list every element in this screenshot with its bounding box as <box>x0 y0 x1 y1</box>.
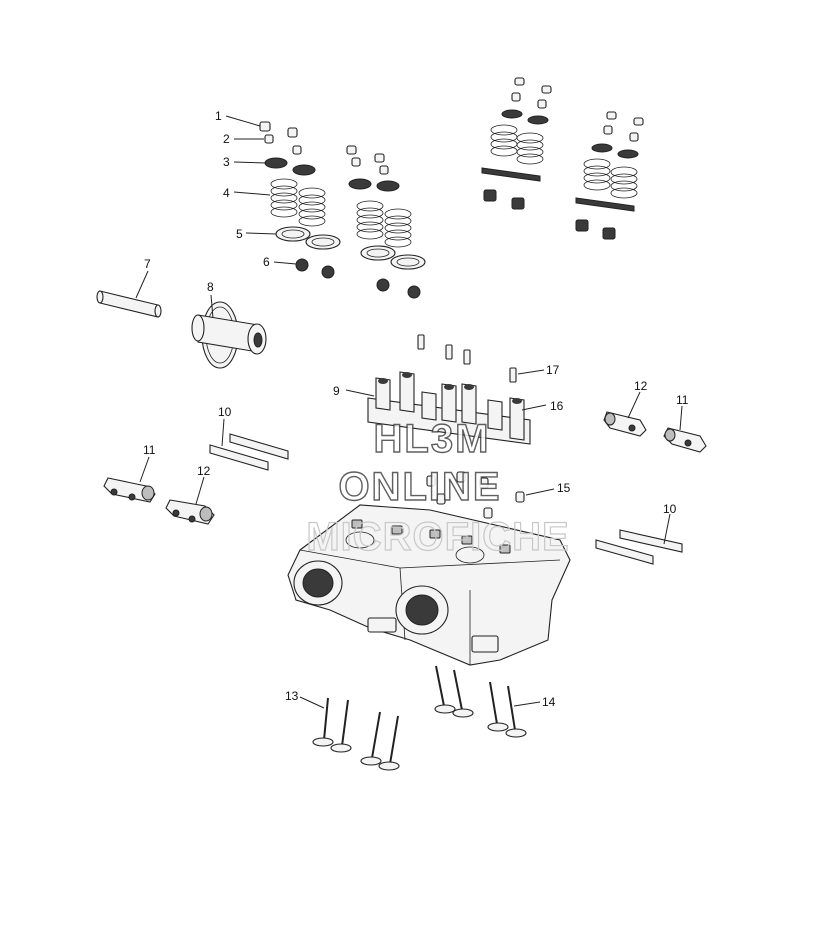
callout-14: 14 <box>542 695 556 709</box>
rocker-arm-part-11-right <box>663 427 707 453</box>
callout-15: 15 <box>557 481 571 495</box>
callout-17: 17 <box>546 363 560 377</box>
valve-spring-group-left <box>259 121 426 299</box>
callout-10-left: 10 <box>218 405 232 419</box>
callout-3: 3 <box>223 155 230 169</box>
callout-6: 6 <box>263 255 270 269</box>
rocker-arm-part-11-left <box>103 477 156 503</box>
watermark-line-3: MICROFICHE <box>306 515 569 559</box>
callout-5: 5 <box>236 227 243 241</box>
callout-11-left: 11 <box>143 443 156 457</box>
callout-8: 8 <box>207 280 214 294</box>
callout-2: 2 <box>223 132 230 146</box>
callout-13: 13 <box>285 689 299 703</box>
callout-12-right: 12 <box>634 379 648 393</box>
rocker-arm-part-12-right <box>603 411 647 437</box>
dowel-pins-part-15 <box>426 471 525 519</box>
callout-10-right: 10 <box>663 502 677 516</box>
valve-spring-group-right <box>481 77 644 240</box>
watermark: HL3M ONLINE MICROFICHE <box>306 416 570 559</box>
watermark-line-1: HL3M <box>374 417 491 461</box>
callout-1: 1 <box>215 109 222 123</box>
callout-11-right: 11 <box>676 393 689 407</box>
callout-16: 16 <box>550 399 564 413</box>
pin-part-7 <box>96 290 162 318</box>
cam-sprocket-part-8 <box>191 301 267 369</box>
callout-labels: 1 2 3 4 5 6 7 8 9 10 10 11 11 12 12 13 1… <box>143 109 689 709</box>
leader-lines <box>135 115 683 709</box>
watermark-line-2: ONLINE <box>338 465 501 509</box>
callout-4: 4 <box>223 186 230 200</box>
rocker-shafts-right <box>595 529 683 565</box>
cam-carrier-part-9-16 <box>367 334 531 445</box>
callout-7: 7 <box>144 257 151 271</box>
rocker-arm-part-12-left <box>165 499 215 525</box>
cylinder-head <box>287 504 571 666</box>
callout-9: 9 <box>333 384 340 398</box>
rocker-shafts-left <box>209 433 289 471</box>
valves-part-14 <box>434 665 527 738</box>
callout-12-left: 12 <box>197 464 211 478</box>
valves-part-13 <box>312 697 400 771</box>
